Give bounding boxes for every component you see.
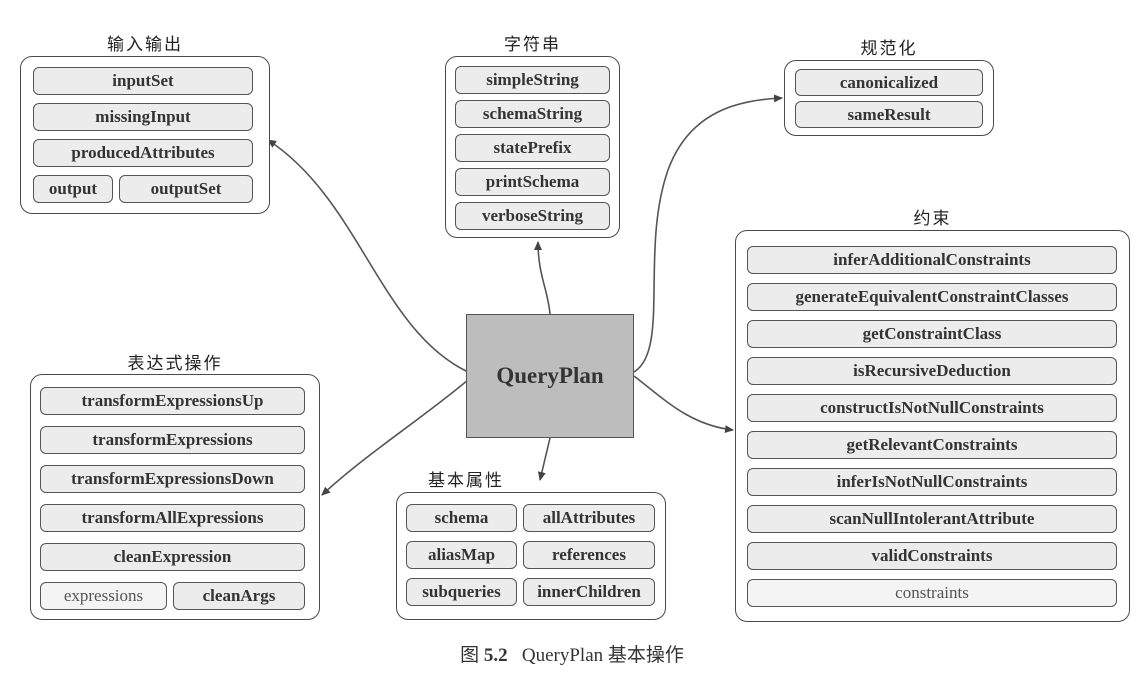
expr-item: transformAllExpressions — [40, 504, 305, 532]
io-item: outputSet — [119, 175, 253, 203]
io-item: producedAttributes — [33, 139, 253, 167]
constraints-item: inferAdditionalConstraints — [747, 246, 1117, 274]
constraints-item: getConstraintClass — [747, 320, 1117, 348]
io-item: output — [33, 175, 113, 203]
string-group: simpleString schemaString statePrefix pr… — [445, 56, 620, 238]
basic-item: references — [523, 541, 655, 569]
expr-group: transformExpressionsUp transformExpressi… — [30, 374, 320, 620]
basic-group: schema allAttributes aliasMap references… — [396, 492, 666, 620]
arrow-to-canonical — [633, 94, 783, 373]
constraints-item: isRecursiveDeduction — [747, 357, 1117, 385]
string-item: simpleString — [455, 66, 610, 94]
expr-item: expressions — [40, 582, 167, 610]
expr-group-title: 表达式操作 — [127, 354, 223, 373]
basic-item: schema — [406, 504, 517, 532]
constraints-group-title: 约束 — [913, 209, 952, 228]
constraints-group: inferAdditionalConstraints generateEquiv… — [735, 230, 1130, 622]
basic-item: aliasMap — [406, 541, 517, 569]
constraints-item: getRelevantConstraints — [747, 431, 1117, 459]
expr-item: cleanExpression — [40, 543, 305, 571]
io-item: inputSet — [33, 67, 253, 95]
canonical-item: sameResult — [795, 101, 983, 128]
string-item: verboseString — [455, 202, 610, 230]
string-group-title: 字符串 — [504, 35, 561, 54]
constraints-item: validConstraints — [747, 542, 1117, 570]
basic-item: subqueries — [406, 578, 517, 606]
string-item: schemaString — [455, 100, 610, 128]
arrow-to-expr — [321, 379, 469, 496]
io-group-title: 输入输出 — [107, 35, 183, 54]
constraints-item: generateEquivalentConstraintClasses — [747, 283, 1117, 311]
queryplan-node: QueryPlan — [466, 314, 634, 438]
expr-item: transformExpressionsUp — [40, 387, 305, 415]
caption-prefix: 图 — [460, 645, 480, 666]
constraints-item: inferIsNotNullConstraints — [747, 468, 1117, 496]
constraints-item: constraints — [747, 579, 1117, 607]
constraints-item: constructIsNotNullConstraints — [747, 394, 1117, 422]
arrow-to-io — [267, 139, 469, 373]
caption-number: 5.2 — [483, 645, 508, 666]
arrow-to-basic — [537, 437, 551, 481]
arrow-to-string — [534, 241, 551, 315]
basic-item: allAttributes — [523, 504, 655, 532]
figure-caption: 图 5.2 QueryPlan 基本操作 — [0, 640, 1144, 667]
string-item: statePrefix — [455, 134, 610, 162]
expr-item: transformExpressionsDown — [40, 465, 305, 493]
expr-item: transformExpressions — [40, 426, 305, 454]
basic-item: innerChildren — [523, 578, 655, 606]
io-item: missingInput — [33, 103, 253, 131]
arrow-to-constraints — [633, 375, 734, 434]
expr-item: cleanArgs — [173, 582, 305, 610]
basic-group-title: 基本属性 — [428, 471, 504, 490]
string-item: printSchema — [455, 168, 610, 196]
canonical-item: canonicalized — [795, 69, 983, 96]
canonical-group-title: 规范化 — [860, 39, 918, 58]
canonical-group: canonicalized sameResult — [784, 60, 994, 136]
caption-text: QueryPlan 基本操作 — [521, 645, 684, 666]
io-group: inputSet missingInput producedAttributes… — [20, 56, 270, 214]
constraints-item: scanNullIntolerantAttribute — [747, 505, 1117, 533]
